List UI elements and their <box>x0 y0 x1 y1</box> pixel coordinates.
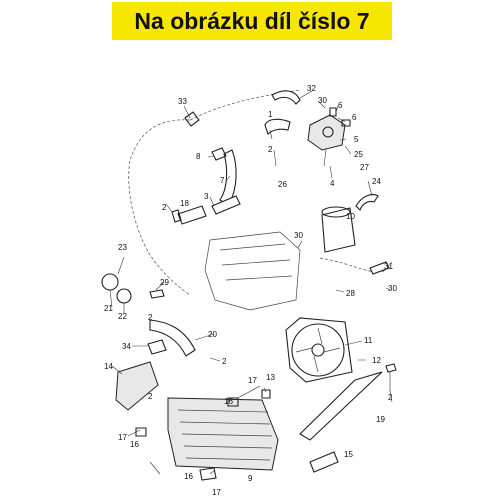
bracket-8 <box>211 147 227 161</box>
callout-2: 2 <box>148 392 153 401</box>
banner-title: Na obrázku díl číslo 7 <box>134 7 370 34</box>
callout-27: 27 <box>360 163 369 172</box>
callout-15: 15 <box>344 450 353 459</box>
fitting-29 <box>149 289 165 299</box>
callout-25: 25 <box>354 150 363 159</box>
engine-detail <box>219 243 293 281</box>
callout-2: 2 <box>148 313 153 322</box>
hose-18 <box>177 205 207 225</box>
callout-31: 31 <box>384 262 393 271</box>
callout-30: 30 <box>318 96 327 105</box>
callout-19: 19 <box>376 415 385 424</box>
callout-2: 2 <box>388 393 393 402</box>
radiator-core <box>167 397 279 471</box>
callout-30: 30 <box>388 284 397 293</box>
thermostat-housing <box>307 114 346 151</box>
callout-10: 10 <box>346 212 355 221</box>
callout-18: 18 <box>180 199 189 208</box>
leaders <box>109 90 393 475</box>
engine-block <box>204 231 301 311</box>
fan-shroud <box>285 317 353 383</box>
clamp-2b <box>171 209 182 223</box>
hose-19 <box>299 371 383 441</box>
overflow-hose-line <box>128 119 191 296</box>
callout-29: 29 <box>160 278 169 287</box>
pipe-3 <box>211 195 241 215</box>
hose-31-end <box>369 261 390 275</box>
callout-11: 11 <box>364 336 373 345</box>
callout-3: 3 <box>204 192 209 201</box>
callout-30: 30 <box>294 231 303 240</box>
grommet-16b <box>135 427 147 437</box>
callout-4: 4 <box>330 179 335 188</box>
grommet-13 <box>261 389 271 399</box>
bracket-16c <box>199 467 217 481</box>
callout-16: 16 <box>184 472 193 481</box>
hose-20 <box>149 319 196 357</box>
callout-8: 8 <box>196 152 201 161</box>
hose-24 <box>355 193 379 212</box>
callout-6: 6 <box>352 113 357 122</box>
callout-22: 22 <box>118 312 127 321</box>
fan-hub <box>311 343 325 357</box>
thermostat-bolt <box>322 126 334 138</box>
callout-13: 13 <box>266 373 275 382</box>
callout-24: 24 <box>372 177 381 186</box>
callout-26: 26 <box>278 180 287 189</box>
callout-2: 2 <box>268 145 273 154</box>
radiator-fins <box>177 409 273 461</box>
callout-2: 2 <box>222 357 227 366</box>
callout-17: 17 <box>248 376 257 385</box>
hose-7 <box>219 149 237 206</box>
reservoir-cap <box>321 206 351 218</box>
overflow-clip <box>184 111 200 127</box>
callout-16: 16 <box>224 397 233 406</box>
shield-14 <box>115 361 159 411</box>
callout-5: 5 <box>354 135 359 144</box>
callout-1: 1 <box>268 110 273 119</box>
callout-34: 34 <box>122 342 131 351</box>
bolt-6b <box>341 119 351 127</box>
title-banner: Na obrázku díl číslo 7 <box>112 2 392 40</box>
callout-32: 32 <box>307 84 316 93</box>
upper-hose-line <box>189 89 301 121</box>
clamp-34 <box>147 339 167 355</box>
callout-20: 20 <box>208 330 217 339</box>
callout-28: 28 <box>346 289 355 298</box>
cap-21 <box>101 273 119 291</box>
hose-1 <box>264 118 291 136</box>
bolt-6a <box>329 107 337 117</box>
fan-blades <box>295 327 341 373</box>
callout-21: 21 <box>104 304 113 313</box>
hose-15 <box>309 451 339 473</box>
callout-9: 9 <box>248 474 253 483</box>
cap-22 <box>116 288 132 304</box>
hose-32 <box>271 90 301 105</box>
callout-16: 16 <box>130 440 139 449</box>
fan-ring <box>291 323 345 377</box>
reservoir-tank <box>321 207 356 253</box>
callout-23: 23 <box>118 243 127 252</box>
clamp-2e <box>385 363 397 373</box>
callout-17: 17 <box>118 433 127 442</box>
callout-17: 17 <box>212 488 221 497</box>
grommet-16a <box>227 397 239 407</box>
callout-14: 14 <box>104 362 113 371</box>
callout-6: 6 <box>338 101 343 110</box>
callout-12: 12 <box>372 356 381 365</box>
callout-7: 7 <box>220 176 225 185</box>
callout-2: 2 <box>162 203 167 212</box>
callout-33: 33 <box>178 97 187 106</box>
